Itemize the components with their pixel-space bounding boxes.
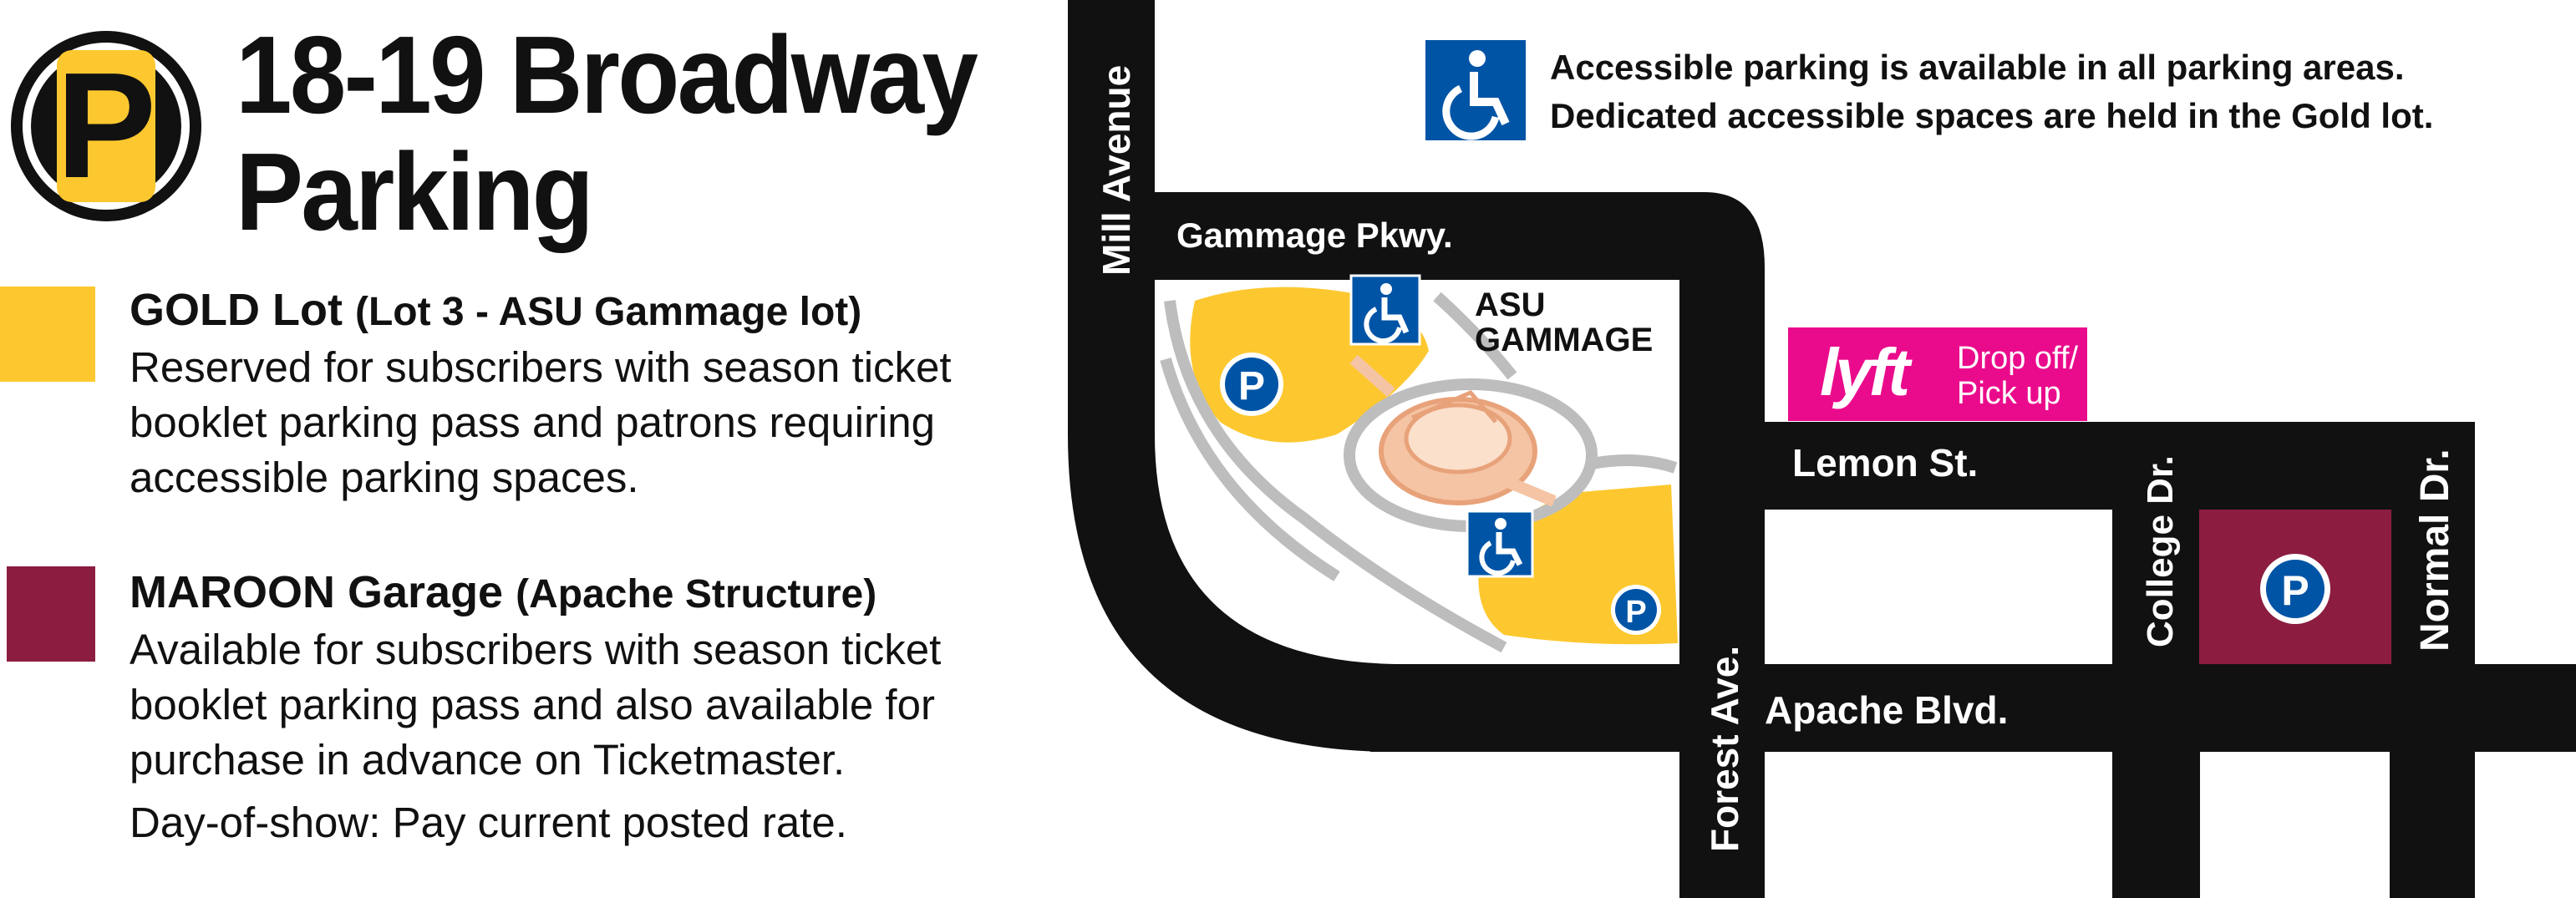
page-title-line1: 18-19 Broadway xyxy=(236,13,978,136)
svg-text:P: P xyxy=(1625,595,1646,630)
street-label-gammage-pkwy: Gammage Pkwy. xyxy=(1176,216,1453,255)
lyft-dropoff-label: Drop off/ Pick up xyxy=(1957,341,2078,411)
gold-lot-heading: GOLD Lot (Lot 3 - ASU Gammage lot) xyxy=(130,282,1057,340)
mill-avenue-road xyxy=(1068,0,1395,752)
asu-gammage-building xyxy=(1349,354,1557,507)
lyft-dropoff-badge: lyft Drop off/ Pick up xyxy=(1788,327,2087,421)
street-label-lemon-st: Lemon St. xyxy=(1792,441,1978,485)
street-label-college-dr: College Dr. xyxy=(2140,455,2181,647)
gold-lot-legend: GOLD Lot (Lot 3 - ASU Gammage lot) Reser… xyxy=(130,282,1057,505)
parking-logo-icon: P xyxy=(11,31,201,221)
gold-lot-name: GOLD Lot xyxy=(130,285,343,335)
street-label-mill-avenue: Mill Avenue xyxy=(1095,65,1138,276)
road-network xyxy=(1068,0,2576,898)
lyft-label-line1: Drop off/ xyxy=(1957,341,2079,376)
gold-lot-swatch xyxy=(0,287,95,382)
street-label-forest-ave: Forest Ave. xyxy=(1703,646,1746,852)
page-title: 18-19 Broadway Parking xyxy=(236,13,978,253)
maroon-garage-description: Available for subscribers with season ti… xyxy=(130,626,942,784)
maroon-garage-name: MAROON Garage xyxy=(130,567,504,617)
normal-dr-road xyxy=(2390,422,2475,898)
maroon-garage-heading: MAROON Garage (Apache Structure) xyxy=(130,565,1057,622)
lyft-logo: lyft xyxy=(1820,335,1910,409)
venue-label-line2: GAMMAGE xyxy=(1475,322,1653,358)
accessibility-note: Accessible parking is available in all p… xyxy=(1550,43,2433,140)
day-of-show-note: Day-of-show: Pay current posted rate. xyxy=(130,799,847,846)
college-dr-road xyxy=(2112,422,2200,898)
gold-lot-description: Reserved for subscribers with season tic… xyxy=(130,343,952,501)
parking-logo-letter: P xyxy=(56,42,156,210)
parking-marker-maroon: P xyxy=(2260,554,2330,624)
lyft-label-line2: Pick up xyxy=(1957,376,2061,411)
street-label-normal-dr: Normal Dr. xyxy=(2413,449,2457,652)
venue-label-line1: ASU xyxy=(1475,287,1545,323)
gold-lot-detail: (Lot 3 - ASU Gammage lot) xyxy=(354,290,862,334)
apache-blvd-road xyxy=(1370,664,2576,752)
accessibility-note-line1: Accessible parking is available in all p… xyxy=(1550,48,2405,87)
svg-text:P: P xyxy=(2281,567,2309,614)
maroon-garage-swatch xyxy=(7,566,95,662)
page-title-line2: Parking xyxy=(236,130,594,253)
street-label-apache-blvd: Apache Blvd. xyxy=(1765,688,2008,732)
parking-marker-gold-south: P xyxy=(1611,585,1661,635)
maroon-garage-detail: (Apache Structure) xyxy=(516,572,877,616)
wheelchair-icon xyxy=(1425,40,1526,140)
accessibility-note-line2: Dedicated accessible spaces are held in … xyxy=(1550,96,2434,135)
svg-text:P: P xyxy=(1238,364,1265,408)
parking-marker-gold-north: P xyxy=(1220,353,1283,416)
wheelchair-icon xyxy=(1349,274,1421,346)
gammage-pkwy-road xyxy=(1155,192,1765,898)
wheelchair-icon xyxy=(1466,510,1534,578)
maroon-garage-legend: MAROON Garage (Apache Structure) Availab… xyxy=(130,565,1057,788)
